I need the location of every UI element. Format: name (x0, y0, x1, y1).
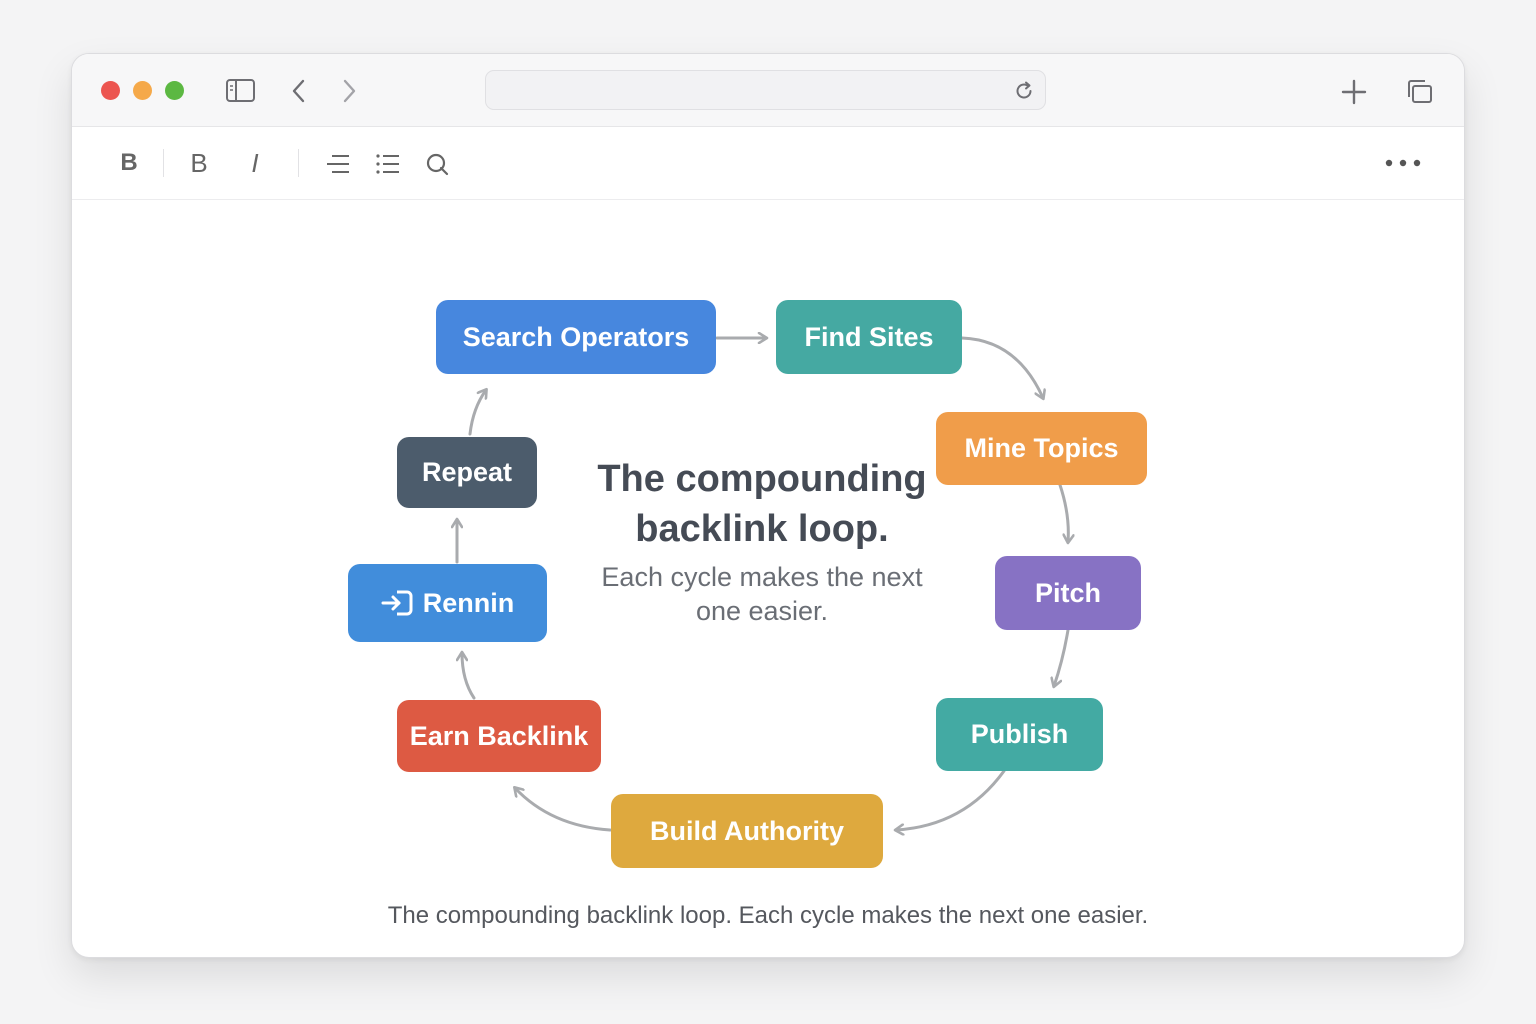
arrow-pitch-to-publish (1054, 628, 1070, 686)
node-label: Build Authority (650, 815, 844, 846)
node-label: Pitch (1034, 577, 1101, 608)
login-arrow-icon (381, 590, 413, 616)
toolbar-divider (298, 149, 299, 177)
loop-arrows (72, 200, 1464, 957)
titlebar (72, 54, 1464, 127)
minimize-window-button[interactable] (133, 81, 152, 100)
node-label: Rennin (422, 587, 515, 618)
tabs-overview-icon[interactable] (1406, 78, 1434, 106)
forward-chevron-icon[interactable] (338, 78, 360, 104)
arrow-find-to-mine (960, 336, 1043, 398)
reload-icon[interactable] (1013, 80, 1035, 102)
app-window: B B I (71, 53, 1465, 958)
text-style-label: B (120, 149, 138, 176)
node-earn-backlink: Earn Backlink (397, 700, 601, 772)
italic-label: I (251, 147, 259, 178)
node-rennin: Rennin (348, 564, 547, 642)
node-pitch: Pitch (995, 556, 1141, 630)
node-mine-topics: Mine Topics (936, 412, 1147, 485)
node-build-authority: Build Authority (611, 794, 883, 868)
sidebar-toggle-icon[interactable] (225, 78, 257, 104)
close-window-button[interactable] (101, 81, 120, 100)
node-label: Search Operators (462, 321, 690, 352)
figure-caption: The compounding backlink loop. Each cycl… (387, 902, 1149, 929)
text-style-button[interactable]: B (116, 149, 142, 177)
node-repeat: Repeat (397, 437, 537, 508)
arrow-mine-to-pitch (1058, 483, 1068, 542)
node-search-operators: Search Operators (436, 300, 716, 374)
address-bar[interactable] (485, 70, 1046, 110)
diagram-center-subtitle: Each cycle makes the next one easier. (601, 562, 923, 626)
more-options-icon[interactable] (1384, 157, 1422, 169)
node-label: Find Sites (804, 321, 934, 352)
node-label: Mine Topics (964, 433, 1119, 463)
arrow-repeat-to-search (468, 390, 486, 436)
arrow-build-to-earn (515, 788, 612, 832)
toolbar-divider (163, 149, 164, 177)
formatting-toolbar: B B I (72, 127, 1464, 200)
node-publish: Publish (936, 698, 1103, 771)
italic-button[interactable]: I (240, 147, 270, 178)
back-chevron-icon[interactable] (288, 78, 310, 104)
bold-label: B (190, 147, 208, 178)
node-label: Repeat (421, 457, 513, 487)
new-tab-plus-icon[interactable] (1340, 78, 1368, 106)
bold-button[interactable]: B (184, 147, 214, 178)
node-label: Publish (970, 719, 1069, 749)
align-list-icon[interactable] (325, 153, 351, 175)
node-label: Earn Backlink (409, 720, 589, 751)
maximize-window-button[interactable] (165, 81, 184, 100)
diagram-center-title: The compounding backlink loop. (597, 458, 927, 550)
document-content: Search Operators Find Sites Mine Topics … (72, 200, 1464, 957)
node-find-sites: Find Sites (776, 300, 962, 374)
bullet-list-icon[interactable] (375, 153, 401, 175)
search-icon[interactable] (425, 151, 451, 177)
arrow-earn-to-rennin (462, 653, 476, 700)
arrow-publish-to-build (896, 769, 1006, 830)
